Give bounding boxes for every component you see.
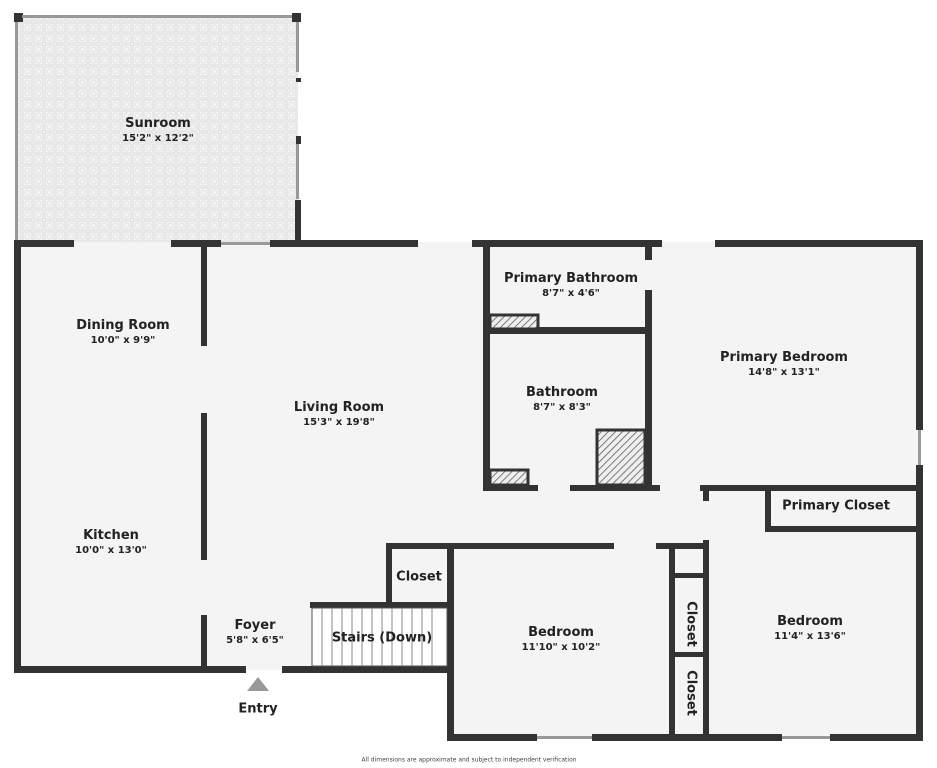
stairs-treads xyxy=(311,607,448,667)
entry-arrow-icon xyxy=(247,677,269,691)
shower-fixture xyxy=(595,428,647,487)
room-label-closet-a: Closet xyxy=(683,601,699,647)
room-label-closet-b: Closet xyxy=(683,670,699,716)
room-label-closet: Closet xyxy=(396,569,442,585)
disclaimer: All dimensions are approximate and subje… xyxy=(361,756,577,764)
sunroom-floor xyxy=(18,18,298,242)
walls xyxy=(14,13,923,741)
room-label-primary-closet: Primary Closet xyxy=(782,498,890,514)
vanity-fixture xyxy=(488,313,540,331)
entry-label: Entry xyxy=(238,701,278,717)
room-label-stairs: Stairs (Down) xyxy=(331,630,433,646)
vanity-fixture xyxy=(488,468,530,487)
